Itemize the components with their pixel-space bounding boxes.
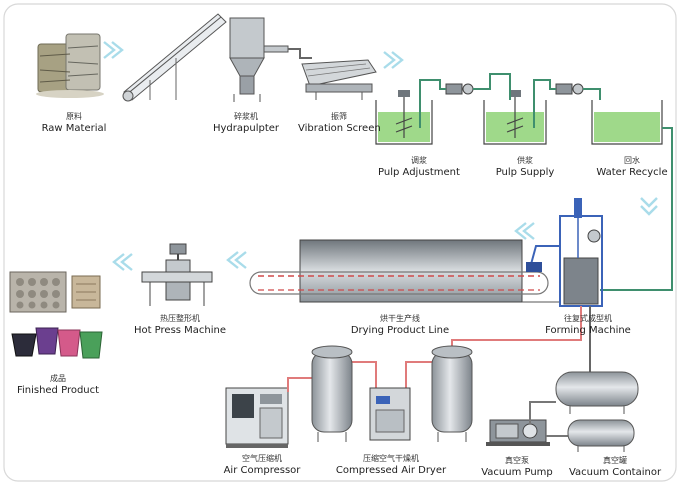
label-hydrapulpter-zh: 碎浆机 xyxy=(234,112,258,121)
label-vacuum-pump-en: Vacuum Pump xyxy=(481,467,553,478)
label-finished-product: 成品 Finished Product xyxy=(8,373,108,397)
label-air-dryer: 压缩空气干燥机 Compressed Air Dryer xyxy=(328,453,454,477)
label-vacuum-container: 真空罐 Vacuum Containor xyxy=(564,455,666,479)
raw-material-bales-icon xyxy=(36,33,104,98)
label-hot-press-zh: 热压整形机 xyxy=(160,314,200,323)
vacuum-container-tank-icon xyxy=(555,371,639,452)
drying-line-oven-icon xyxy=(249,239,560,303)
label-vacuum-container-zh: 真空罐 xyxy=(603,456,627,465)
vacuum-pump-machine-icon xyxy=(486,419,550,446)
label-pulp-supply-zh: 供浆 xyxy=(517,156,533,165)
pulp-adjustment-tank-icon xyxy=(375,90,433,145)
label-hot-press-en: Hot Press Machine xyxy=(133,325,227,336)
air-storage-tank-icon xyxy=(311,345,353,442)
label-raw-material: 原料 Raw Material xyxy=(30,111,118,135)
label-finished-product-zh: 成品 xyxy=(50,374,66,383)
label-forming-machine-en: Forming Machine xyxy=(545,325,631,336)
label-pulp-adjustment-en: Pulp Adjustment xyxy=(378,167,460,178)
label-vacuum-container-en: Vacuum Containor xyxy=(568,467,662,478)
label-air-compressor: 空气压缩机 Air Compressor xyxy=(214,453,310,477)
flow-arrow-down-to-forming-icon xyxy=(640,197,658,216)
label-air-compressor-en: Air Compressor xyxy=(223,465,301,476)
label-vacuum-pump-zh: 真空泵 xyxy=(505,456,529,465)
label-hydrapulpter-en: Hydrapulpter xyxy=(212,123,280,134)
hot-press-machine-icon xyxy=(141,243,213,306)
label-finished-product-en: Finished Product xyxy=(16,385,100,396)
green-pipes xyxy=(419,73,673,291)
flow-arrow-press-to-finished-icon xyxy=(112,253,133,271)
label-water-recycle-en: Water Recycle xyxy=(596,167,668,178)
label-hot-press: 热压整形机 Hot Press Machine xyxy=(128,313,232,337)
label-drying-line-en: Drying Product Line xyxy=(350,325,450,336)
vacuum-pipes xyxy=(529,401,568,437)
label-air-dryer-en: Compressed Air Dryer xyxy=(335,465,447,476)
label-drying-line: 烘干生产线 Drying Product Line xyxy=(340,313,460,337)
vibration-screen-machine-icon xyxy=(301,59,377,100)
label-vacuum-pump: 真空泵 Vacuum Pump xyxy=(474,455,560,479)
flow-arrow-forming-to-drying-icon xyxy=(514,222,535,240)
compressed-air-dryer-machine-icon xyxy=(369,387,411,441)
flow-arrow-raw-to-pulper-icon xyxy=(103,41,124,59)
flow-arrow-screen-to-adjust-icon xyxy=(383,51,404,69)
label-vibration-screen-zh: 振筛 xyxy=(331,112,347,121)
finished-product-trays-icon xyxy=(9,271,101,313)
label-pulp-supply: 供浆 Pulp Supply xyxy=(490,155,560,179)
label-vibration-screen: 振筛 Vibration Screen xyxy=(298,111,381,135)
label-water-recycle-zh: 回水 xyxy=(624,156,640,165)
hydrapulper-machine-icon xyxy=(122,13,312,102)
forming-machine-icon xyxy=(460,198,603,372)
label-air-dryer-zh: 压缩空气干燥机 xyxy=(363,454,419,463)
label-pulp-adjustment: 调浆 Pulp Adjustment xyxy=(372,155,466,179)
label-raw-material-en: Raw Material xyxy=(41,123,107,134)
finished-product-pots-icon xyxy=(11,327,103,359)
label-hydrapulpter: 碎浆机 Hydrapulpter xyxy=(208,111,284,135)
label-pulp-adjustment-zh: 调浆 xyxy=(411,156,427,165)
label-forming-machine: 往复式成型机 Forming Machine xyxy=(536,313,640,337)
diagram-border xyxy=(3,3,677,482)
flow-arrows xyxy=(103,41,658,271)
flow-arrow-drying-to-press-icon xyxy=(226,251,247,269)
water-recycle-tank-icon xyxy=(591,100,663,145)
label-drying-line-zh: 烘干生产线 xyxy=(380,314,420,323)
label-air-compressor-zh: 空气压缩机 xyxy=(242,454,282,463)
label-water-recycle: 回水 Water Recycle xyxy=(594,155,670,179)
label-pulp-supply-en: Pulp Supply xyxy=(495,167,555,178)
label-raw-material-zh: 原料 xyxy=(66,112,82,121)
air-compressor-machine-icon xyxy=(225,387,289,448)
label-vibration-screen-en: Vibration Screen xyxy=(298,123,381,134)
label-forming-machine-zh: 往复式成型机 xyxy=(564,314,612,323)
pulp-supply-tank-icon xyxy=(483,90,547,145)
air-dryer-tank-icon xyxy=(431,345,473,442)
